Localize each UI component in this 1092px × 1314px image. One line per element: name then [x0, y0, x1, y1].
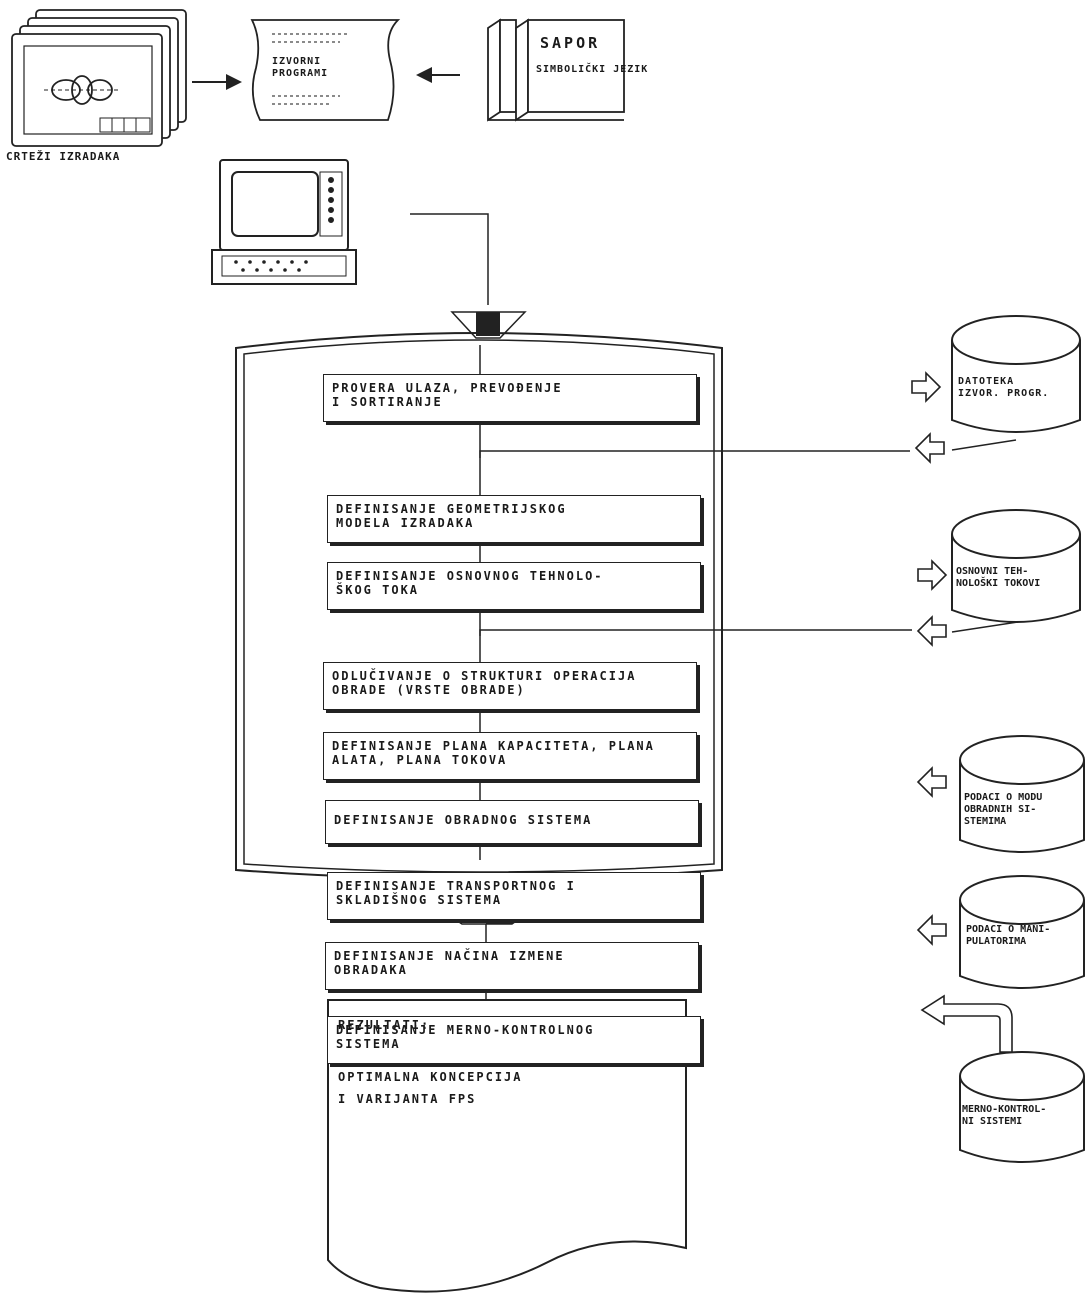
- arrow-output-tokovi: [917, 559, 948, 591]
- result-heading: REZULTATI:: [338, 1018, 431, 1032]
- arrow-input-moduli: [916, 766, 947, 798]
- db-label-measurement: MERNO-KONTROL- NI SISTEMI: [962, 1104, 1047, 1127]
- step-measurement-system: DEFINISANJE MERNO-KONTROLNOG SISTEMA: [327, 1016, 701, 1064]
- computer-terminal-icon: [211, 159, 357, 285]
- sapor-book-icon: [487, 18, 625, 122]
- db2-connector: [479, 629, 912, 636]
- step-machining-system: DEFINISANJE OBRADNOG SISTEMA: [325, 800, 699, 844]
- result-document: [327, 999, 687, 1293]
- database-cylinder-4: [959, 875, 1085, 989]
- db-label-tech-flows: OSNOVNI TEH- NOLOŠKI TOKOVI: [956, 566, 1041, 589]
- step-workpiece-exchange: DEFINISANJE NAČINA IZMENE OBRADAKA: [325, 942, 699, 990]
- drawings-stack-icon: [11, 9, 187, 147]
- step-technological-flow: DEFINISANJE OSNOVNOG TEHNOLO- ŠKOG TOKA: [327, 562, 701, 610]
- db1-connector: [479, 450, 910, 458]
- db-label-manipulators: PODACI O MANI- PULATORIMA: [966, 924, 1051, 947]
- step-operations-structure: ODLUČIVANJE O STRUKTURI OPERACIJA OBRADE…: [323, 662, 697, 710]
- database-cylinder-5: [959, 1051, 1085, 1163]
- step-input-check: PROVERA ULAZA, PREVOĐENJE I SORTIRANJE: [323, 374, 697, 422]
- db-label-modules: PODACI O MODU OBRADNIH SI- STEMIMA: [964, 792, 1043, 827]
- arrow-output-datoteka: [911, 371, 942, 403]
- sapor-title: SAPOR: [540, 34, 601, 52]
- source-programs-document: [250, 19, 401, 121]
- database-cylinder-2: [951, 509, 1081, 623]
- drawings-caption: CRTEŽI IZRADAKA: [6, 150, 121, 163]
- database-cylinder-3: [959, 735, 1085, 853]
- arrow-input-merno: [920, 994, 1013, 1053]
- source-programs-label: IZVORNI PROGRAMI: [272, 56, 329, 79]
- arrow-input-manipulatori: [916, 914, 947, 946]
- db-label-source-file: DATOTEKA IZVOR. PROGR.: [958, 376, 1050, 399]
- step-transport-storage: DEFINISANJE TRANSPORTNOG I SKLADIŠNOG SI…: [327, 872, 701, 920]
- step-capacity-plans: DEFINISANJE PLANA KAPACITETA, PLANA ALAT…: [323, 732, 697, 780]
- arrow-input-datoteka: [914, 432, 945, 464]
- sapor-subtitle: SIMBOLIČKI JEZIK: [536, 64, 649, 75]
- result-body: OPTIMALNA KONCEPCIJA I VARIJANTA FPS: [338, 1070, 523, 1106]
- entry-arrow: [450, 311, 527, 339]
- arrow-input-tokovi: [916, 615, 947, 647]
- terminal-connector: [410, 213, 489, 305]
- step-geometric-model: DEFINISANJE GEOMETRIJSKOG MODELA IZRADAK…: [327, 495, 701, 543]
- database-cylinder-1: [951, 315, 1081, 433]
